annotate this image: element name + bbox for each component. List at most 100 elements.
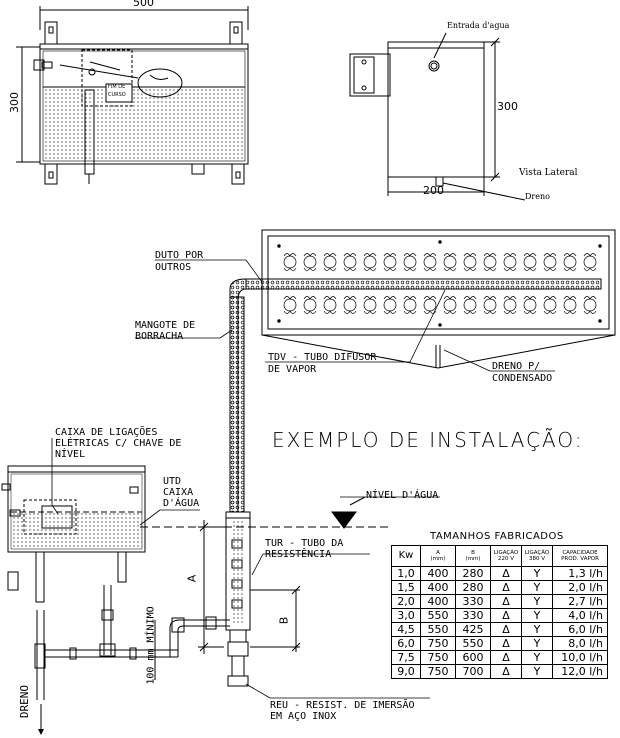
leader-lines	[51, 259, 555, 699]
tank-side-view	[349, 32, 526, 201]
steam-wisp	[583, 253, 597, 271]
table-cell: 280	[455, 566, 491, 581]
table-cell: Y	[521, 622, 553, 637]
header-kw: Kw	[391, 545, 421, 567]
steam-puff	[543, 255, 557, 269]
dim-height-side: 300	[497, 100, 518, 113]
steam-wisp	[283, 253, 297, 271]
water-level-marker	[331, 511, 357, 529]
table-cell: Y	[521, 650, 553, 665]
utd-label-2: CAIXA	[163, 487, 194, 498]
table-cell: 1,5	[391, 580, 421, 595]
float-label-1: FIM DE	[108, 84, 126, 90]
utd-label-3: D'ÁGUA	[163, 498, 200, 509]
steam-puff	[283, 298, 297, 312]
tdv-label-1: TDV - TUBO DIFUSOR	[268, 352, 377, 363]
reu-label-1: REU - RESIST. DE IMERSÃO	[270, 700, 415, 711]
table-cell: Δ	[490, 566, 522, 581]
table-cell: 6,0 l/h	[552, 622, 608, 637]
steam-puff	[583, 255, 597, 269]
table-cell: Y	[521, 566, 553, 581]
table-cell: 550	[455, 636, 491, 651]
junction-box-label-1: CAIXA DE LIGAÇÕES	[55, 427, 158, 438]
steam-wisp	[403, 296, 417, 314]
table-cell: 330	[455, 608, 491, 623]
table-cell: 750	[420, 650, 456, 665]
steam-wisp	[303, 296, 317, 314]
steam-puff	[323, 255, 337, 269]
steam-wisp	[463, 253, 477, 271]
steam-puff	[463, 298, 477, 312]
table-cell: Δ	[490, 650, 522, 665]
steam-puff	[423, 255, 437, 269]
table-cell: 425	[455, 622, 491, 637]
steam-wisp	[443, 296, 457, 314]
table-cell: Δ	[490, 580, 522, 595]
steam-wisp	[583, 296, 597, 314]
tdv-label-2: DE VAPOR	[268, 364, 317, 375]
steam-wisp	[523, 253, 537, 271]
reu-label-2: EM AÇO INOX	[270, 711, 337, 722]
dim-height-top: 300	[8, 92, 21, 113]
table-cell: 9,0	[391, 664, 421, 679]
steam-puff	[343, 255, 357, 269]
steam-puff	[363, 255, 377, 269]
air-duct	[261, 229, 616, 369]
table-cell: 2,0 l/h	[552, 580, 608, 595]
drain-condensate-label-2: CONDENSADO	[492, 373, 553, 384]
dim-b-label: B	[277, 616, 291, 625]
steam-puff	[543, 298, 557, 312]
steam-wisp	[423, 296, 437, 314]
steam-wisp	[503, 253, 517, 271]
header-b: B(mm)	[455, 545, 491, 567]
steam-wisp	[483, 296, 497, 314]
steam-wisp	[383, 253, 397, 271]
table-cell: 8,0 l/h	[552, 636, 608, 651]
table-cell: 2,7 l/h	[552, 594, 608, 609]
header-a: A(mm)	[420, 545, 456, 567]
steam-puff	[443, 255, 457, 269]
steam-puff	[523, 298, 537, 312]
table-cell: Δ	[490, 608, 522, 623]
table-cell: Δ	[490, 636, 522, 651]
table-cell: Δ	[490, 622, 522, 637]
mangote-label-1: MANGOTE DE	[135, 320, 196, 331]
table-cell: 4,5	[391, 622, 421, 637]
dimension-lines	[154, 520, 301, 680]
tur-label-2: RESISTÊNCIA	[265, 549, 332, 560]
steam-puff	[443, 298, 457, 312]
drain-condensate-label-1: DRENO P/	[492, 361, 541, 372]
steam-wisp	[463, 296, 477, 314]
table-cell: Δ	[490, 664, 522, 679]
table-cell: 10,0 l/h	[552, 650, 608, 665]
steam-wisp	[363, 296, 377, 314]
table-cell: 400	[420, 566, 456, 581]
steam-wisp	[323, 253, 337, 271]
steam-puff	[283, 255, 297, 269]
table-cell: 750	[420, 636, 456, 651]
steam-wisp	[303, 253, 317, 271]
steam-wisp	[403, 253, 417, 271]
table-cell: Δ	[490, 594, 522, 609]
steam-puff	[563, 255, 577, 269]
steam-wisp	[283, 296, 297, 314]
steam-wisp	[483, 253, 497, 271]
duto-label-1: DUTO POR	[155, 250, 204, 261]
min-height-label: 100 mm MÍNIMO	[145, 606, 157, 685]
mangote-label-2: BORRACHA	[135, 331, 184, 342]
junction-box-label-3: NÍVEL	[55, 449, 86, 460]
table-cell: 700	[455, 664, 491, 679]
page-title: EXEMPLO DE INSTALAÇÃO:	[272, 428, 584, 452]
steam-puff	[303, 298, 317, 312]
utd-label-1: UTD	[163, 476, 182, 487]
